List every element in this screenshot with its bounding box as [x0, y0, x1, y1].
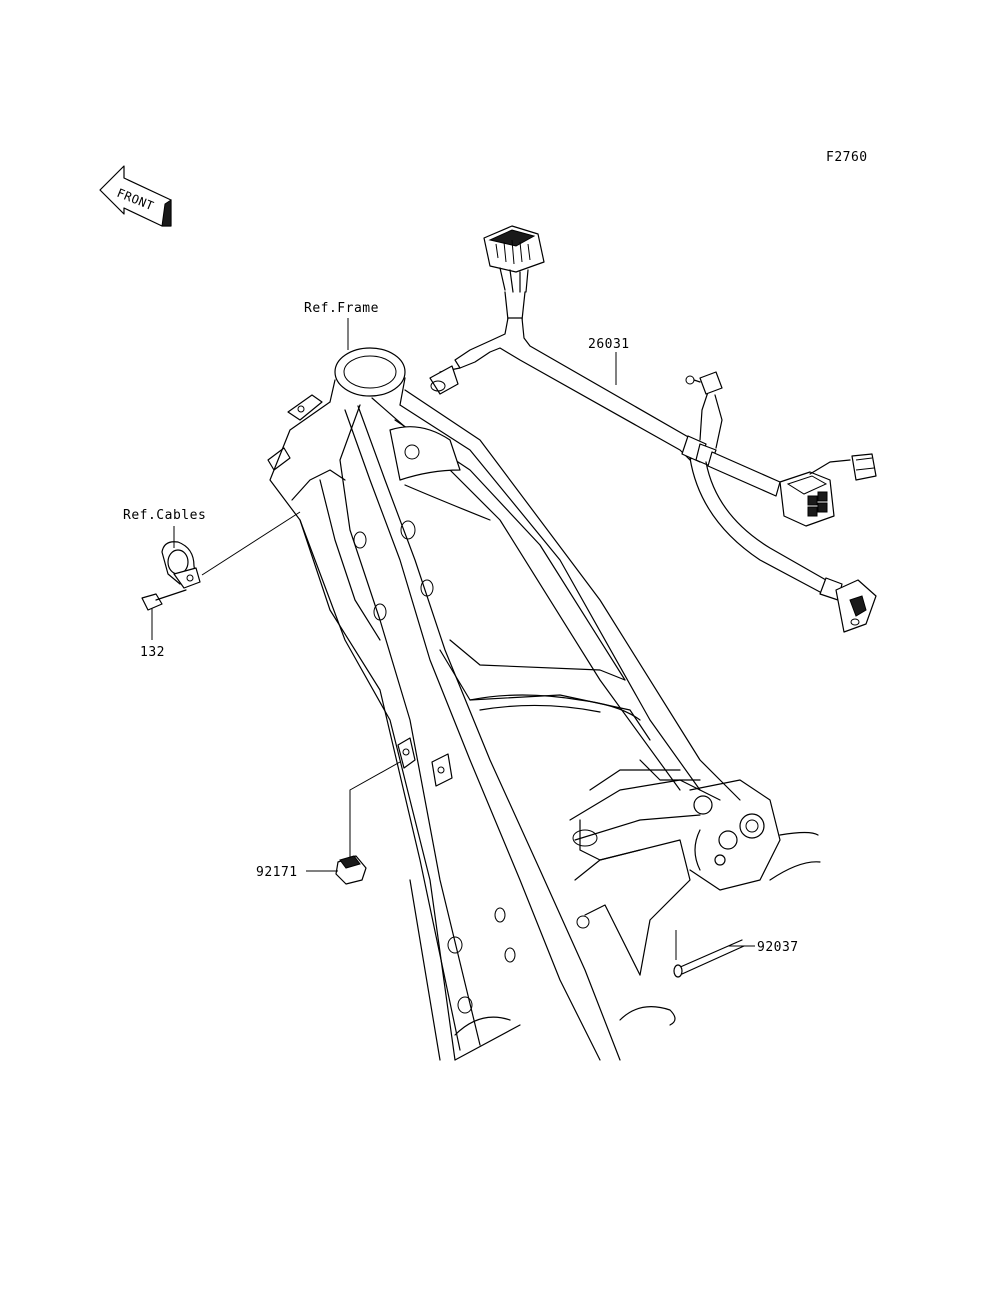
leader-92171	[349, 761, 401, 858]
label-part-132: 132	[140, 645, 165, 660]
leader-cable-clamp	[201, 511, 301, 576]
frame-drawing	[267, 347, 821, 1061]
label-part-92171: 92171	[256, 865, 298, 880]
figure-code: F2760	[826, 150, 868, 165]
cable-clamp	[161, 541, 201, 589]
clip-92171	[335, 855, 367, 885]
label-part-26031: 26031	[588, 337, 630, 352]
label-ref-frame: Ref.Frame	[304, 301, 379, 316]
label-part-92037: 92037	[757, 940, 799, 955]
bolt-92037	[673, 930, 745, 978]
label-ref-cables: Ref.Cables	[123, 508, 206, 523]
wiring-harness-26031	[429, 225, 877, 633]
bolt-132	[141, 589, 187, 611]
front-arrow-icon: FRONT	[99, 165, 172, 227]
